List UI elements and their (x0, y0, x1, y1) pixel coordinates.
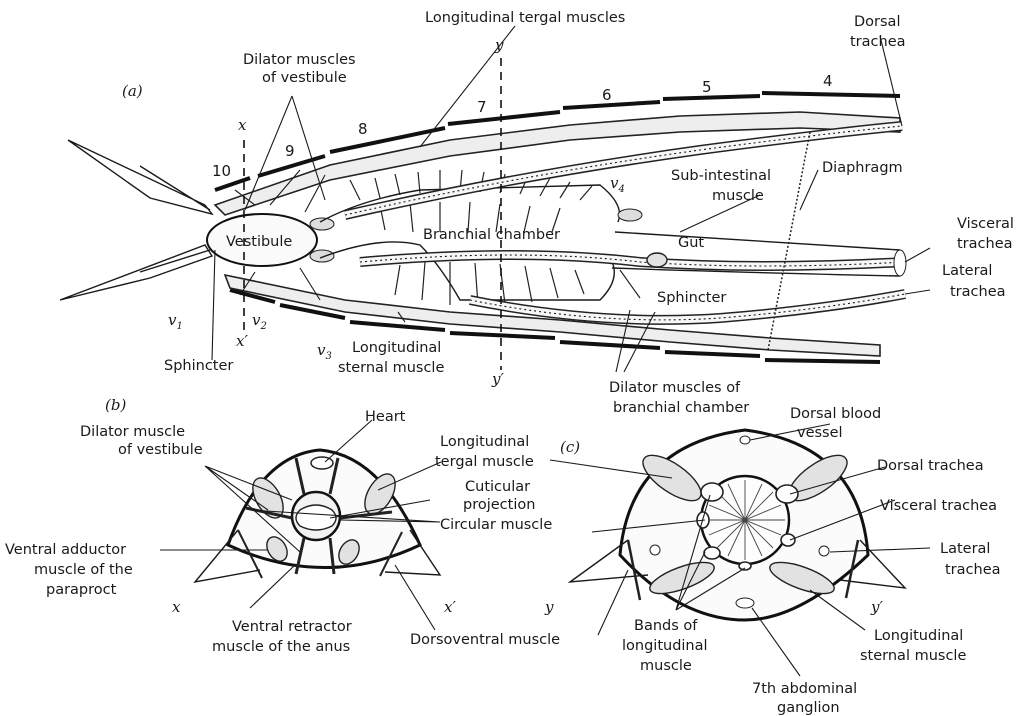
ganglion-c (736, 598, 754, 608)
label-sub-intestinal-2: muscle (712, 188, 764, 204)
label-lateral-trachea-c-1: Lateral (940, 541, 990, 557)
label-cuticular-projection-1: Cuticular (465, 479, 530, 495)
label-sphincter-left: Sphincter (164, 358, 233, 374)
label-dilator-vestibule-a-2: of vestibule (262, 70, 347, 86)
panel-c-label: (c) (560, 438, 580, 456)
section-mark-y-prime: y′ (491, 370, 504, 388)
sub-intestinal-muscle-a (647, 253, 667, 267)
section-mark-y-prime-c: y′ (870, 598, 883, 616)
label-dilator-vestibule-a-1: Dilator muscles (243, 52, 356, 68)
segment-4: 4 (823, 72, 833, 90)
label-diaphragm: Diaphragm (822, 160, 903, 176)
label-visceral-trachea-a-2: trachea (957, 236, 1013, 252)
section-mark-x: x (238, 116, 247, 134)
panel-a-drawing (60, 26, 930, 372)
segment-6: 6 (602, 86, 612, 104)
section-mark-y: y (494, 36, 504, 54)
panel-a-label: (a) (122, 82, 143, 100)
dorsal-trachea-a (345, 126, 902, 215)
label-visceral-trachea-a-1: Visceral (957, 216, 1014, 232)
label-visceral-trachea-c: Visceral trachea (880, 498, 997, 514)
segment-7: 7 (477, 98, 487, 116)
label-sub-intestinal-1: Sub-intestinal (671, 168, 771, 184)
label-ventral-retractor-1: Ventral retractor (232, 619, 352, 635)
lateral-trachea-c-left (650, 545, 660, 555)
label-dilator-branchial-2: branchial chamber (613, 400, 749, 416)
label-ventral-adductor-1: Ventral adductor (5, 542, 126, 558)
label-sphincter-right: Sphincter (657, 290, 726, 306)
dorsal-blood-vessel-c (740, 436, 750, 444)
label-dilator-branchial-1: Dilator muscles of (609, 380, 741, 396)
label-dilator-vestibule-b-1: Dilator muscle (80, 424, 185, 440)
label-ventral-retractor-2: muscle of the anus (212, 639, 350, 655)
label-dilator-vestibule-b-2: of vestibule (118, 442, 203, 458)
label-dorsal-trachea-c: Dorsal trachea (877, 458, 984, 474)
heart-b (311, 457, 333, 469)
label-ganglion-2: ganglion (777, 700, 840, 716)
label-circular-muscle: Circular muscle (440, 517, 552, 533)
label-ventral-adductor-2: muscle of the (34, 562, 133, 578)
section-mark-y-c: y (544, 598, 554, 616)
label-longitudinal-sternal-c-1: Longitudinal (874, 628, 963, 644)
diaphragm-a (768, 132, 810, 350)
label-lateral-trachea-a-1: Lateral (942, 263, 992, 279)
label-dorsoventral: Dorsoventral muscle (410, 632, 560, 648)
label-ventral-adductor-3: paraproct (46, 582, 117, 598)
lower-cercus (60, 245, 212, 300)
segment-10: 10 (212, 162, 231, 180)
segment-9: 9 (285, 142, 295, 160)
section-mark-x-prime: x′ (236, 332, 248, 350)
segment-5: 5 (702, 78, 712, 96)
label-dorsal-trachea-a-1: Dorsal (854, 14, 900, 30)
label-longitudinal-tergal-b-2: tergal muscle (435, 454, 534, 470)
label-bands-2: longitudinal (622, 638, 708, 654)
upper-cercus (68, 140, 212, 214)
label-lateral-trachea-c-2: trachea (945, 562, 1001, 578)
lateral-trachea-c-right (819, 546, 829, 556)
section-mark-x-b: x (172, 598, 181, 616)
valve-v1: v1 (168, 311, 183, 332)
valve-v3: v3 (317, 341, 332, 362)
label-dorsal-blood-vessel-2: vessel (797, 425, 843, 441)
label-dorsal-trachea-a-2: trachea (850, 34, 906, 50)
label-longitudinal-sternal-a-2: sternal muscle (338, 360, 444, 376)
label-gut: Gut (678, 235, 704, 251)
label-longitudinal-sternal-c-2: sternal muscle (860, 648, 966, 664)
label-heart-b: Heart (365, 409, 406, 425)
valve-v2: v2 (252, 311, 267, 332)
label-bands-3: muscle (640, 658, 692, 674)
label-lateral-trachea-a-2: trachea (950, 284, 1006, 300)
label-cuticular-projection-2: projection (463, 497, 535, 513)
panel-b-label: (b) (105, 396, 126, 414)
label-dorsal-blood-vessel-1: Dorsal blood (790, 406, 881, 422)
label-bands-1: Bands of (634, 618, 698, 634)
label-branchial-chamber: Branchial chamber (423, 227, 560, 243)
section-mark-x-prime-b: x′ (444, 598, 456, 616)
label-longitudinal-sternal-a-1: Longitudinal (352, 340, 441, 356)
panel-c-drawing (550, 424, 930, 676)
label-longitudinal-tergal-b-1: Longitudinal (440, 434, 529, 450)
label-longitudinal-tergal-muscles: Longitudinal tergal muscles (425, 10, 625, 26)
label-ganglion-1: 7th abdominal (752, 681, 857, 697)
label-vestibule: Vestibule (226, 234, 292, 250)
segment-8: 8 (358, 120, 368, 138)
valve-v4: v4 (610, 174, 625, 195)
